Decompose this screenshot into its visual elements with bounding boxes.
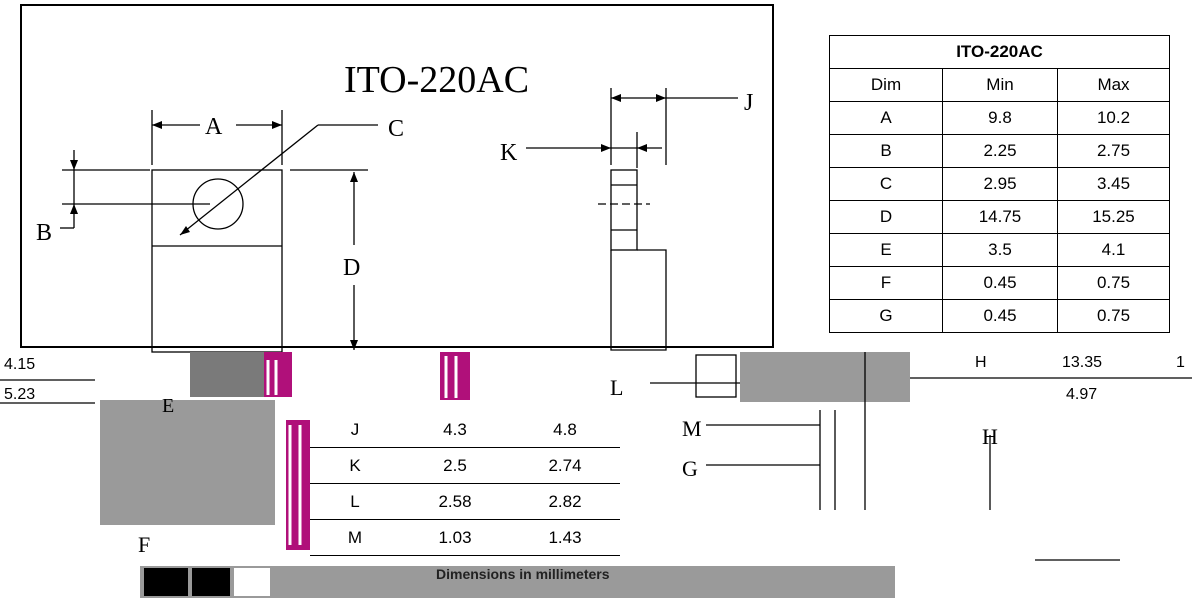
partial-row-h-dim: H — [975, 354, 987, 371]
label-f: F — [138, 532, 150, 557]
header-dim: Dim — [829, 68, 943, 102]
package-body-front — [151, 169, 283, 353]
label-l: L — [610, 375, 623, 400]
label-b: B — [36, 220, 52, 246]
fragment-left-bottom: 5.23 — [4, 386, 36, 403]
label-k: K — [500, 140, 518, 166]
header-min: Min — [942, 68, 1058, 102]
label-h: H — [982, 424, 998, 449]
label-e: E — [162, 395, 174, 417]
label-g: G — [682, 456, 698, 481]
drawing-title: ITO-220AC — [344, 59, 529, 101]
header-max: Max — [1057, 68, 1170, 102]
drawing-frame — [20, 4, 774, 348]
label-a: A — [205, 114, 223, 140]
footer-bar — [140, 566, 895, 598]
fragment-left-top: 4.15 — [4, 356, 36, 373]
label-m: M — [682, 416, 702, 441]
partial-right-cut: 1 — [1176, 354, 1185, 371]
partial-row-h-min: 13.35 — [1062, 354, 1103, 371]
label-d: D — [343, 255, 360, 281]
label-c: C — [388, 116, 404, 142]
label-j: J — [744, 90, 753, 116]
partial-row-i-min: 4.97 — [1066, 386, 1098, 403]
table-title: ITO-220AC — [829, 35, 1170, 69]
package-body-side — [610, 169, 638, 251]
footer-caption: Dimensions in millimeters — [436, 566, 610, 582]
